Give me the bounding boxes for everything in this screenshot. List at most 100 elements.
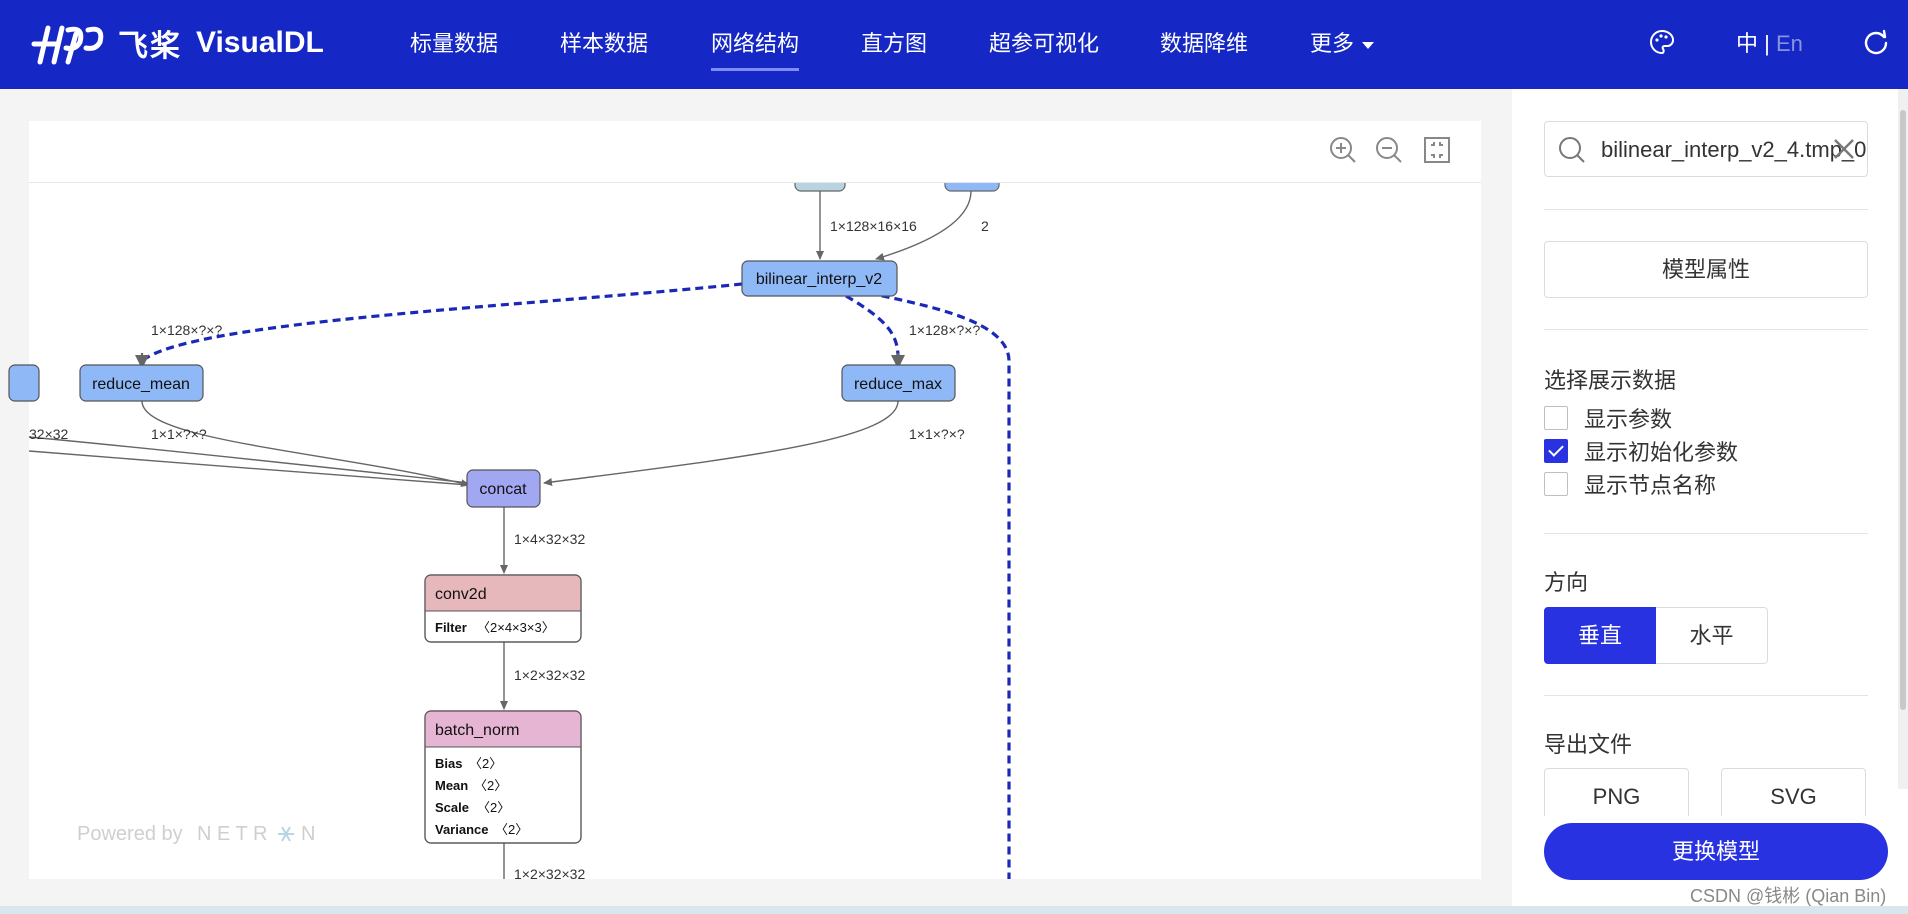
netron-text-pre: N E T R <box>197 823 267 845</box>
nav-more-label: 更多 <box>1310 31 1355 56</box>
direction-horizontal-button[interactable]: 水平 <box>1656 607 1768 664</box>
edge-solid <box>875 190 972 261</box>
checkbox[interactable] <box>1544 472 1568 496</box>
nav-hparams[interactable]: 超参可视化 <box>989 31 1100 56</box>
node-conv2d[interactable]: conv2d Filter 〈2×4×3×3〉 <box>424 574 582 643</box>
divider <box>1544 209 1868 210</box>
logo-text-cn: 飞桨 <box>118 30 182 63</box>
edge-label: 1×128×16×16 <box>830 218 917 234</box>
export-title: 导出文件 <box>1544 732 1633 757</box>
search-icon <box>1559 137 1585 163</box>
display-data-title: 选择展示数据 <box>1544 368 1677 393</box>
nav-graph[interactable]: 网络结构 <box>711 26 800 71</box>
node-label: reduce_max <box>854 376 942 393</box>
edge-label: 1×1×?×? <box>909 426 965 442</box>
network-graph[interactable]: 1×128×16×16 2 1×128×?×? 1×128×?×? 32×32 … <box>8 121 1481 882</box>
bottom-strip <box>0 906 1908 914</box>
refresh-icon[interactable] <box>1862 28 1890 56</box>
node-label: bilinear_interp_v2 <box>756 271 882 288</box>
right-sidebar: bilinear_interp_v2_4.tmp_0 模型属性 选择展示数据 显… <box>1512 89 1908 914</box>
nav-scalar[interactable]: 标量数据 <box>410 31 499 56</box>
lang-separator: | <box>1764 31 1770 56</box>
node-attr-key: Mean <box>435 778 468 793</box>
node-reduce-max[interactable]: reduce_max <box>841 364 956 402</box>
node-label: batch_norm <box>435 722 520 739</box>
replace-model-button[interactable]: 更换模型 <box>1544 823 1888 880</box>
edge-highlight <box>868 291 1011 879</box>
powered-by-text: Powered by <box>77 823 183 845</box>
edge-label: 32×32 <box>29 426 69 442</box>
divider <box>1544 329 1868 330</box>
zoom-in-icon[interactable] <box>1328 135 1358 165</box>
node-concat[interactable]: concat <box>466 469 541 508</box>
edge-label: 1×2×32×32 <box>514 667 585 683</box>
powered-by-netron: Powered by N E T R N <box>77 823 315 845</box>
edge-label: 1×2×32×32 <box>514 866 585 882</box>
logo[interactable]: 飞桨 VisualDL <box>28 18 324 68</box>
paddle-logo-icon <box>31 25 104 65</box>
node-label: reduce_mean <box>92 376 190 393</box>
node-reduce-mean[interactable]: reduce_mean <box>79 364 204 402</box>
nav-embedding[interactable]: 数据降维 <box>1160 31 1249 56</box>
direction-title: 方向 <box>1544 570 1589 595</box>
node-attr-value: 〈2〉 <box>469 756 502 771</box>
direction-toggle: 垂直 水平 <box>1544 607 1768 664</box>
checkbox-checked[interactable] <box>1544 439 1568 463</box>
divider <box>1544 695 1868 696</box>
checkbox-show-init-params[interactable]: 显示初始化参数 <box>1544 437 1738 465</box>
partial-node-left[interactable] <box>8 364 40 402</box>
netron-text-post: N <box>301 823 315 845</box>
graph-toolbar <box>29 121 1481 183</box>
graph-canvas[interactable]: 1×128×16×16 2 1×128×?×? 1×128×?×? 32×32 … <box>8 121 1481 882</box>
edge-solid <box>543 400 899 486</box>
logo-text-en: VisualDL <box>196 26 324 59</box>
model-properties-button[interactable]: 模型属性 <box>1544 241 1868 298</box>
node-attr-key: Filter <box>435 620 467 635</box>
chevron-down-icon <box>1362 41 1375 49</box>
search-input[interactable]: bilinear_interp_v2_4.tmp_0 <box>1544 121 1868 177</box>
checkbox[interactable] <box>1544 406 1568 430</box>
edge-label: 1×128×?×? <box>151 322 222 338</box>
fit-screen-icon[interactable] <box>1422 135 1452 165</box>
lang-zh[interactable]: 中 <box>1736 31 1759 56</box>
csdn-watermark: CSDN @钱彬 (Qian Bin) <box>1690 886 1887 906</box>
node-bilinear-interp[interactable]: bilinear_interp_v2 <box>741 260 898 297</box>
node-attr-key: Scale <box>435 800 469 815</box>
edge-label: 1×1×?×? <box>151 426 207 442</box>
nav-samples[interactable]: 样本数据 <box>560 31 649 56</box>
node-label: conv2d <box>435 586 487 603</box>
nav-histogram[interactable]: 直方图 <box>861 31 928 56</box>
node-attr-key: Variance <box>435 822 489 837</box>
close-icon[interactable] <box>1831 136 1857 162</box>
lang-en[interactable]: En <box>1775 31 1803 56</box>
node-label: concat <box>479 481 527 498</box>
zoom-out-icon[interactable] <box>1374 135 1404 165</box>
search-value[interactable]: bilinear_interp_v2_4.tmp_0 <box>1601 137 1867 162</box>
export-svg-button[interactable]: SVG <box>1721 768 1866 816</box>
checkbox-label: 显示初始化参数 <box>1584 440 1739 465</box>
node-attr-value: 〈2〉 <box>477 800 510 815</box>
language-switch[interactable]: 中 | En <box>1736 26 1803 58</box>
node-attr-value: 〈2×4×3×3〉 <box>477 620 555 635</box>
divider <box>1544 533 1868 534</box>
edge-label: 1×4×32×32 <box>514 531 585 547</box>
edge-highlight <box>845 294 900 362</box>
direction-vertical-button[interactable]: 垂直 <box>1544 607 1656 664</box>
edge-solid <box>28 450 470 486</box>
export-png-button[interactable]: PNG <box>1544 768 1689 816</box>
scrollbar-thumb[interactable] <box>1900 110 1906 710</box>
edge-label: 1×128×?×? <box>909 322 980 338</box>
edge-label: 2 <box>981 218 989 234</box>
nav-more[interactable]: 更多 <box>1310 26 1375 58</box>
snowflake-icon <box>278 826 294 842</box>
edge-highlight <box>140 282 743 363</box>
top-header: 飞桨 VisualDL 标量数据 样本数据 网络结构 直方图 超参可视化 数据降… <box>0 0 1908 89</box>
node-batch-norm[interactable]: batch_norm Bias 〈2〉 Mean 〈2〉 Scale 〈2〉 V… <box>424 710 582 844</box>
checkbox-show-params[interactable]: 显示参数 <box>1544 404 1672 432</box>
checkbox-label: 显示节点名称 <box>1584 473 1717 498</box>
checkbox-show-node-names[interactable]: 显示节点名称 <box>1544 470 1716 498</box>
palette-icon[interactable] <box>1648 28 1676 56</box>
node-attr-key: Bias <box>435 756 462 771</box>
checkbox-label: 显示参数 <box>1584 407 1673 432</box>
node-attr-value: 〈2〉 <box>495 822 528 837</box>
